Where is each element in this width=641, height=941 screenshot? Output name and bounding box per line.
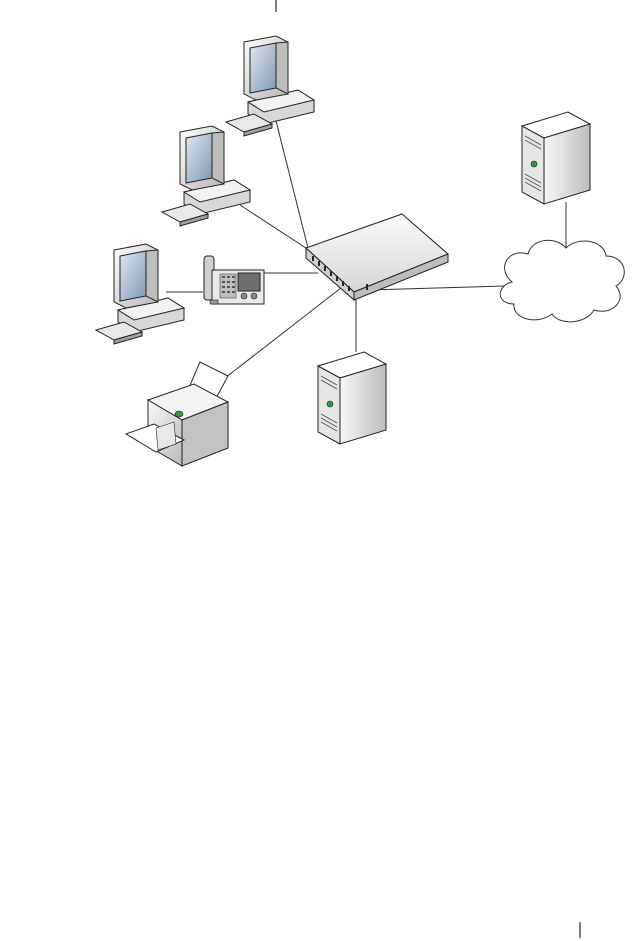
desktop-computer-top [226, 36, 314, 136]
server-icon [522, 112, 590, 204]
switch-top [306, 214, 448, 292]
server-led [531, 161, 537, 167]
desktop-computer-left [96, 244, 184, 344]
computer-icon [96, 244, 184, 344]
link-pc-middle-switch [240, 205, 312, 252]
network-cloud [500, 240, 624, 322]
server-led [327, 401, 333, 407]
server-icon [318, 352, 386, 444]
server-local [318, 352, 386, 444]
desktop-computer-middle [162, 126, 250, 226]
phone-screen [238, 273, 260, 291]
printer [126, 362, 228, 466]
link-pc-top-switch [272, 105, 308, 248]
network-switch [306, 214, 448, 300]
link-switch-cloud [370, 286, 505, 290]
computer-icon [226, 36, 314, 136]
server-remote [522, 112, 590, 204]
printer-led [175, 411, 183, 417]
ip-phone [204, 256, 264, 304]
computer-icon [162, 126, 250, 226]
cloud-icon [500, 240, 624, 322]
